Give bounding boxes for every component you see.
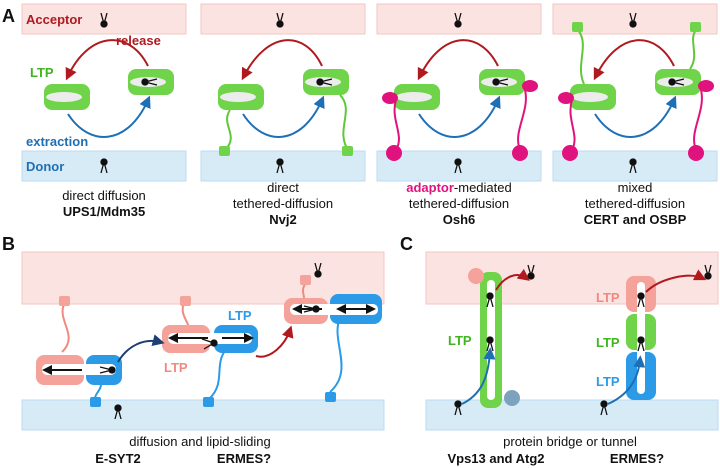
caption-a3-line1: adaptor-mediated — [406, 180, 511, 195]
panel-b-transfer-arrow-1 — [117, 334, 165, 363]
panel-b-caption: diffusion and lipid-sliding — [129, 434, 270, 449]
panel-b-bold-left: E-SYT2 — [95, 451, 141, 466]
panel-a-ltps — [44, 69, 701, 110]
panel-a-green-anchors — [219, 22, 701, 156]
panel-b-tether-anchors — [59, 275, 336, 407]
panel-c-ltp-label-green: LTP — [596, 335, 620, 350]
panel-a-release-arrows — [65, 39, 675, 81]
caption-a3-line2: tethered-diffusion — [409, 196, 509, 211]
panel-c-ltp-label-blue: LTP — [596, 374, 620, 389]
panel-a-captions: direct diffusion UPS1/Mdm35 direct tethe… — [62, 180, 686, 227]
panel-a-extraction-arrows — [67, 95, 677, 138]
panel-c-arrows — [461, 268, 707, 405]
panel-a-label: A — [2, 6, 15, 26]
caption-a3-highlight: adaptor — [406, 180, 454, 195]
release-label: release — [116, 33, 161, 48]
caption-a3-highlight-rest: -mediated — [454, 180, 512, 195]
panel-b-bold-right: ERMES? — [217, 451, 271, 466]
caption-a2-line1: direct — [267, 180, 299, 195]
panel-b-label: B — [2, 234, 15, 254]
caption-a1-bold: UPS1/Mdm35 — [63, 204, 145, 219]
panel-a-bound-lipids — [141, 78, 685, 86]
panel-c-ltp-label-salmon: LTP — [596, 290, 620, 305]
panel-b-ltp-label-blue: LTP — [228, 308, 252, 323]
caption-a2-bold: Nvj2 — [269, 212, 296, 227]
caption-a4-bold: CERT and OSBP — [584, 212, 687, 227]
donor-label: Donor — [26, 159, 64, 174]
panel-a-adaptors — [382, 80, 714, 161]
panel-a-donor-membranes — [21, 150, 718, 182]
panel-b-acceptor-membrane — [21, 251, 385, 305]
panel-b-lipids — [99, 262, 322, 420]
panel-c-ltp-label-vps13: LTP — [448, 333, 472, 348]
caption-a4-line2: tethered-diffusion — [585, 196, 685, 211]
extraction-label: extraction — [26, 134, 88, 149]
panel-b-transfer-arrow-2 — [255, 325, 294, 358]
panel-c-bold-left: Vps13 and Atg2 — [447, 451, 544, 466]
caption-a1-line: direct diffusion — [62, 188, 146, 203]
panel-b-ltp-channels — [42, 304, 378, 375]
panel-c-label: C — [400, 234, 413, 254]
caption-a3-bold: Osh6 — [443, 212, 476, 227]
ltp-label-a: LTP — [30, 65, 54, 80]
panel-c-donor-membrane — [425, 399, 719, 431]
panel-b-ltp-label-salmon: LTP — [164, 360, 188, 375]
caption-a4-line1: mixed — [618, 180, 653, 195]
acceptor-label: Acceptor — [26, 12, 82, 27]
panel-a-lipids — [100, 12, 637, 174]
caption-a2-line2: tethered-diffusion — [233, 196, 333, 211]
panel-a-adaptor-tethers — [393, 85, 703, 151]
panel-a-acceptor-membranes — [21, 3, 718, 35]
panel-c-caption: protein bridge or tunnel — [503, 434, 637, 449]
panel-c-bold-right: ERMES? — [610, 451, 664, 466]
